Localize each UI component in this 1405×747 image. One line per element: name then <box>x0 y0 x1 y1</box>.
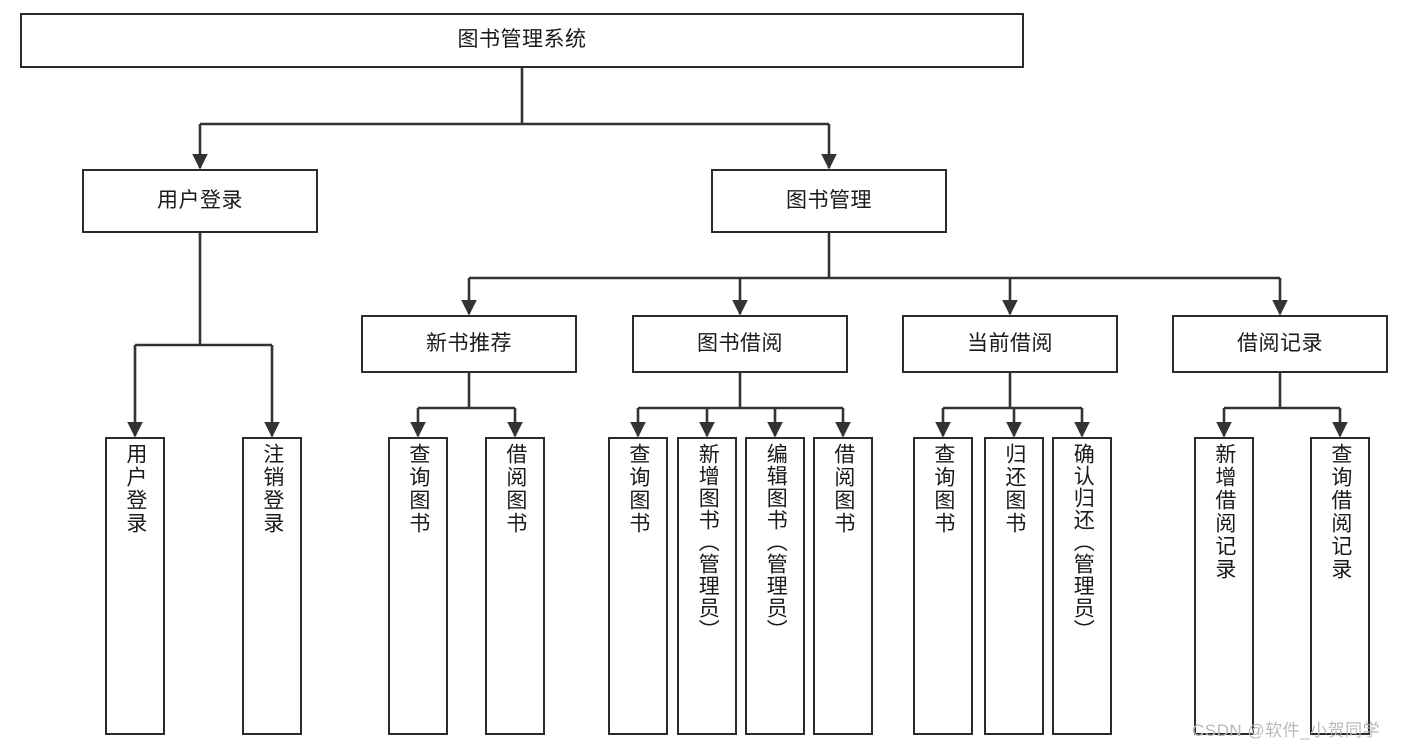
node-label: 图书借阅 <box>697 331 783 355</box>
node-borrow[interactable]: 图书借阅 <box>632 315 848 373</box>
node-current[interactable]: 当前借阅 <box>902 315 1118 373</box>
node-label: 借阅图书 <box>831 443 855 535</box>
node-label: 借阅记录 <box>1237 331 1323 355</box>
node-label: 新增图书（管理员） <box>696 443 720 641</box>
node-leaf-borrow-4[interactable]: 借阅图书 <box>813 437 873 735</box>
node-label: 查询借阅记录 <box>1328 443 1352 581</box>
node-label: 用户登录 <box>123 443 147 535</box>
node-bookmgmt[interactable]: 图书管理 <box>711 169 947 233</box>
node-label: 当前借阅 <box>967 331 1053 355</box>
watermark-text: CSDN @软件_小贺同学 <box>1192 721 1381 740</box>
node-newbooks[interactable]: 新书推荐 <box>361 315 577 373</box>
node-label: 图书管理系统 <box>457 28 587 52</box>
node-label: 注销登录 <box>260 443 284 535</box>
node-label: 确认归还（管理员） <box>1071 443 1095 641</box>
node-label: 查询图书 <box>931 443 955 535</box>
node-leaf-rec-2[interactable]: 查询借阅记录 <box>1310 437 1370 735</box>
node-root[interactable]: 图书管理系统 <box>20 13 1024 68</box>
node-leaf-borrow-1[interactable]: 查询图书 <box>608 437 668 735</box>
node-leaf-login-2[interactable]: 注销登录 <box>242 437 302 735</box>
node-leaf-rec-1[interactable]: 新增借阅记录 <box>1194 437 1254 735</box>
node-leaf-cur-1[interactable]: 查询图书 <box>913 437 973 735</box>
node-leaf-cur-3[interactable]: 确认归还（管理员） <box>1052 437 1112 735</box>
node-label: 新书推荐 <box>426 331 512 355</box>
node-label: 借阅图书 <box>503 443 527 535</box>
node-label: 编辑图书（管理员） <box>764 443 788 641</box>
node-label: 查询图书 <box>406 443 430 535</box>
node-label: 图书管理 <box>786 188 872 212</box>
node-leaf-login-1[interactable]: 用户登录 <box>105 437 165 735</box>
node-leaf-new-2[interactable]: 借阅图书 <box>485 437 545 735</box>
node-label: 归还图书 <box>1002 443 1026 535</box>
node-label: 用户登录 <box>157 188 243 212</box>
node-login[interactable]: 用户登录 <box>82 169 318 233</box>
node-records[interactable]: 借阅记录 <box>1172 315 1388 373</box>
node-leaf-cur-2[interactable]: 归还图书 <box>984 437 1044 735</box>
node-leaf-borrow-3[interactable]: 编辑图书（管理员） <box>745 437 805 735</box>
node-leaf-new-1[interactable]: 查询图书 <box>388 437 448 735</box>
node-label: 查询图书 <box>626 443 650 535</box>
node-leaf-borrow-2[interactable]: 新增图书（管理员） <box>677 437 737 735</box>
node-label: 新增借阅记录 <box>1212 443 1236 581</box>
